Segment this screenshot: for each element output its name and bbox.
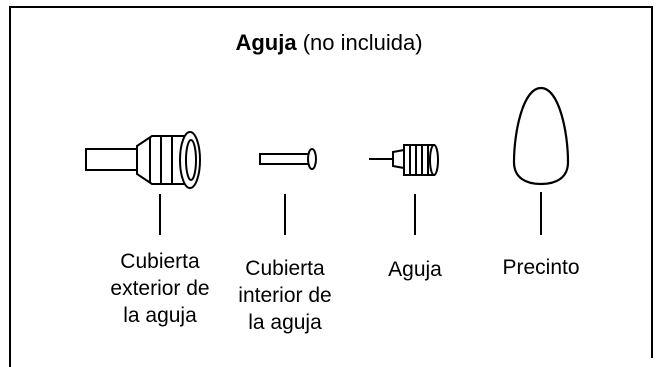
needle-label: Aguja (365, 256, 465, 283)
title-bold: Aguja (235, 30, 297, 55)
outer-cap-label-line-3: la aguja (123, 304, 197, 327)
title-rest: (no incluida) (296, 30, 423, 55)
seal-icon (512, 86, 570, 186)
inner-cap-label-line-2: interior de (238, 284, 332, 307)
seal-label-line-1: Precinto (502, 256, 580, 279)
inner-needle-cap-icon (259, 148, 317, 170)
outer-cap-label-line-1: Cubierta (120, 250, 200, 273)
diagram-title: Aguja (no incluida) (0, 30, 658, 56)
outer-needle-cap-icon (85, 131, 201, 189)
frame (9, 6, 653, 367)
seal-label: Precinto (478, 254, 604, 281)
outer-cap-label: Cubierta exterior de la aguja (65, 248, 255, 329)
inner-cap-label-line-3: la aguja (248, 311, 322, 334)
needle-label-line-1: Aguja (388, 258, 442, 281)
outer-cap-label-line-2: exterior de (110, 277, 210, 300)
inner-cap-label-line-1: Cubierta (245, 257, 325, 280)
needle-icon (369, 144, 439, 176)
inner-cap-label: Cubierta interior de la aguja (198, 255, 372, 336)
